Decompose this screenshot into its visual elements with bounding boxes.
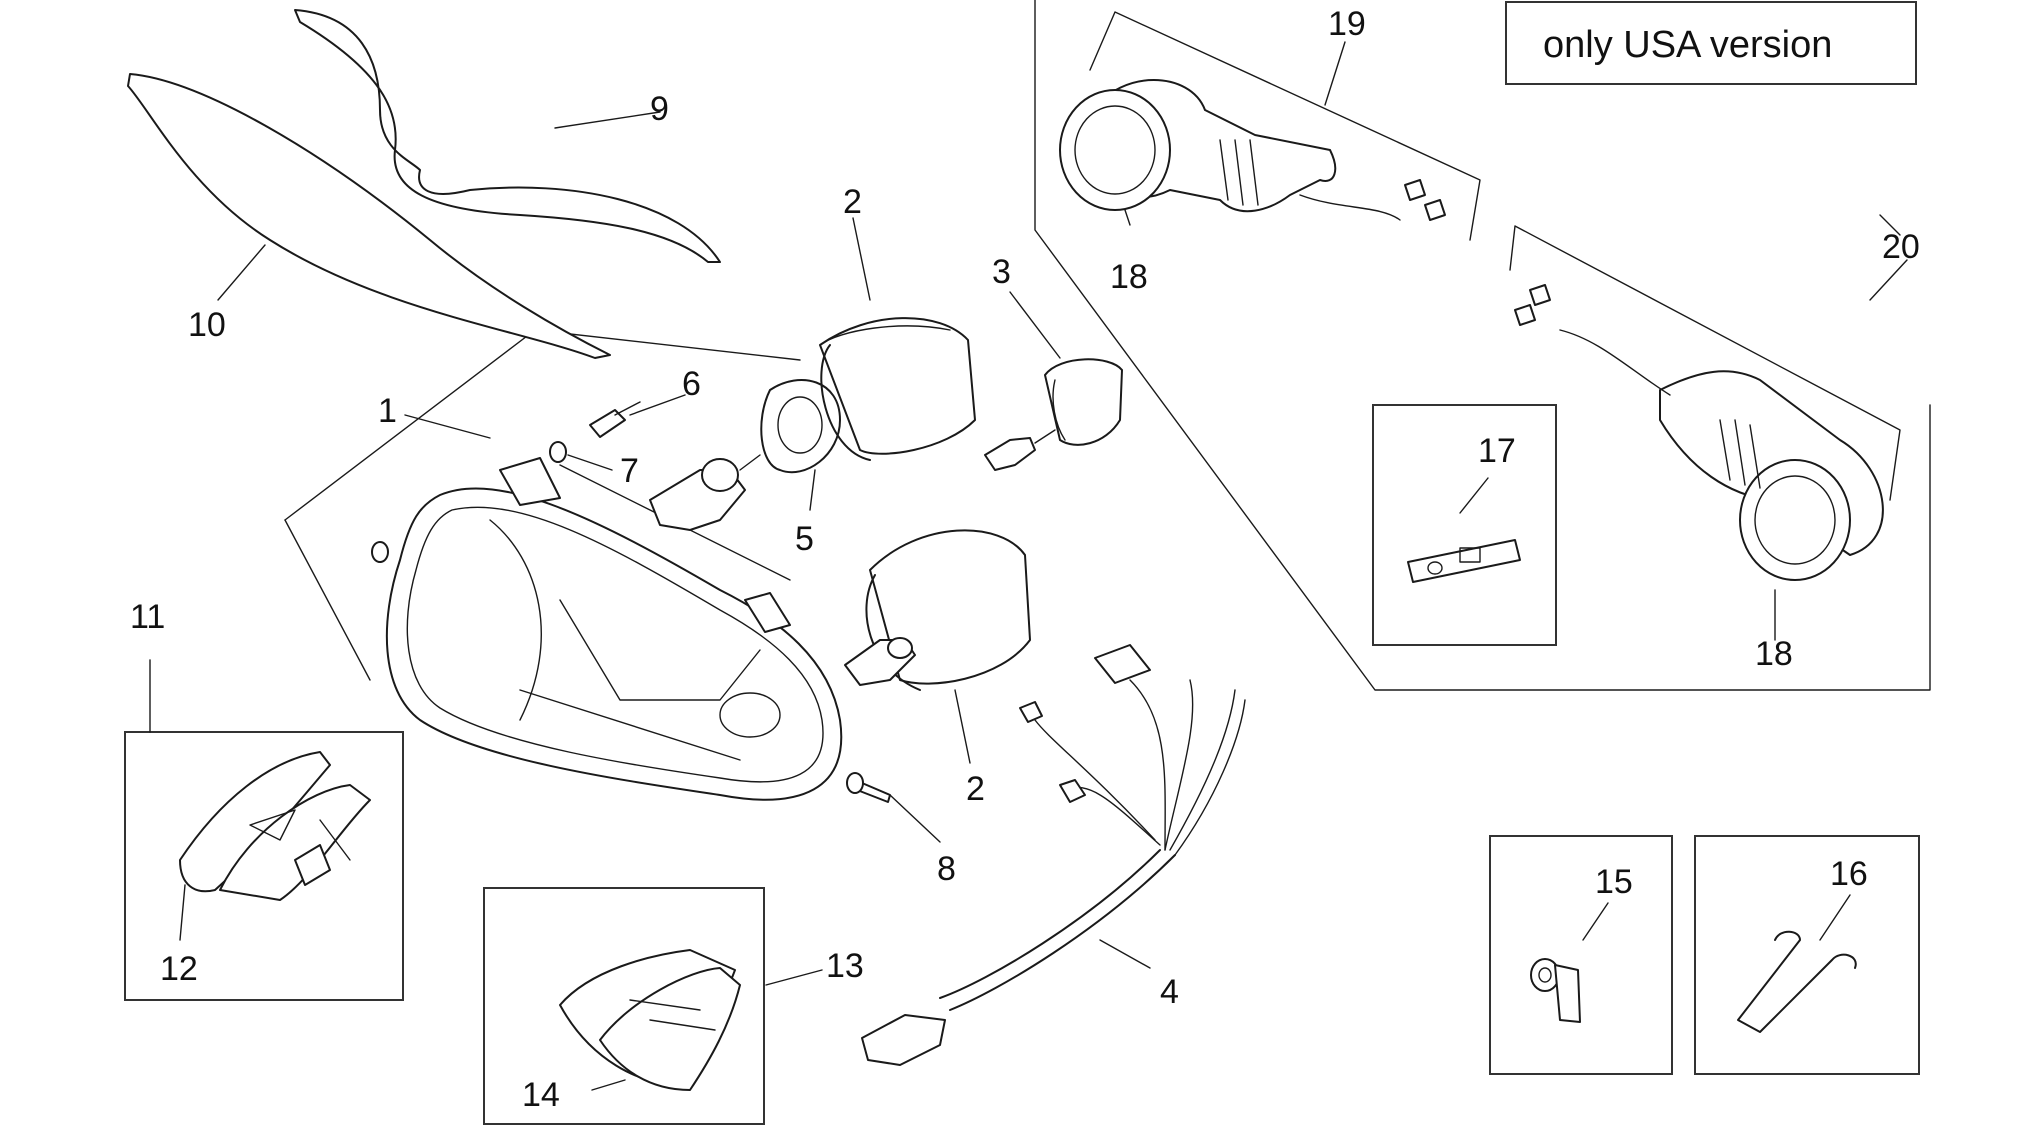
turn-signal-19-drawing bbox=[1059, 79, 1446, 221]
callout-1: 1 bbox=[378, 392, 397, 430]
callout-labels: 9 10 1 6 7 2 3 5 2 8 4 11 12 13 14 15 16… bbox=[130, 5, 1920, 1114]
box-11 bbox=[124, 731, 404, 1001]
callout-16: 16 bbox=[1830, 855, 1868, 893]
callout-5: 5 bbox=[795, 520, 814, 558]
callout-4: 4 bbox=[1160, 973, 1179, 1011]
bulb-holder-5-drawing bbox=[760, 379, 841, 474]
cap-3-drawing bbox=[1044, 358, 1123, 446]
callout-13: 13 bbox=[826, 947, 864, 985]
box-13 bbox=[483, 887, 765, 1125]
screw-8-drawing bbox=[846, 772, 891, 803]
callout-3: 3 bbox=[992, 253, 1011, 291]
decal-9-drawing bbox=[294, 9, 721, 263]
callout-14: 14 bbox=[522, 1076, 560, 1114]
box-17 bbox=[1372, 404, 1557, 646]
clip-15-drawing bbox=[1530, 958, 1581, 1023]
decal-10-drawing bbox=[127, 73, 611, 359]
callout-2-upper: 2 bbox=[843, 183, 862, 221]
indicator-12-drawing bbox=[179, 751, 371, 901]
usa-version-note: only USA version bbox=[1543, 24, 1832, 66]
callout-18-upper: 18 bbox=[1110, 258, 1148, 296]
callout-11: 11 bbox=[130, 598, 165, 636]
bulb-17-drawing bbox=[1407, 539, 1521, 583]
callout-17: 17 bbox=[1478, 432, 1516, 470]
callout-8: 8 bbox=[937, 850, 956, 888]
group-frames bbox=[124, 0, 1931, 1125]
callout-10: 10 bbox=[188, 306, 226, 344]
washer-7-drawing bbox=[371, 441, 567, 563]
callout-2-lower: 2 bbox=[966, 770, 985, 808]
callout-19: 19 bbox=[1328, 5, 1366, 43]
bulb-cover-2-upper-drawing bbox=[819, 317, 976, 461]
box-16 bbox=[1694, 835, 1920, 1075]
callout-18-lower: 18 bbox=[1755, 635, 1793, 673]
indicator-14-drawing bbox=[559, 949, 741, 1091]
screw-6-drawing bbox=[589, 401, 641, 438]
callout-20: 20 bbox=[1882, 228, 1920, 266]
callout-15: 15 bbox=[1595, 863, 1633, 901]
spring-16-drawing bbox=[1737, 930, 1857, 1033]
bulb-h1-drawing bbox=[844, 637, 916, 686]
usa-note-box bbox=[1505, 1, 1917, 85]
callout-12: 12 bbox=[160, 950, 198, 988]
headlight-body-drawing bbox=[385, 457, 843, 801]
box-15 bbox=[1489, 835, 1673, 1075]
wiring-harness-4-drawing bbox=[861, 644, 1246, 1066]
callout-6: 6 bbox=[682, 365, 701, 403]
leader-lines bbox=[149, 41, 1908, 1091]
bulb-h4-drawing bbox=[649, 454, 761, 531]
callout-9: 9 bbox=[650, 90, 669, 128]
turn-signal-20-drawing bbox=[1514, 284, 1884, 581]
small-bulb-drawing bbox=[984, 429, 1056, 471]
callout-7: 7 bbox=[620, 452, 639, 490]
